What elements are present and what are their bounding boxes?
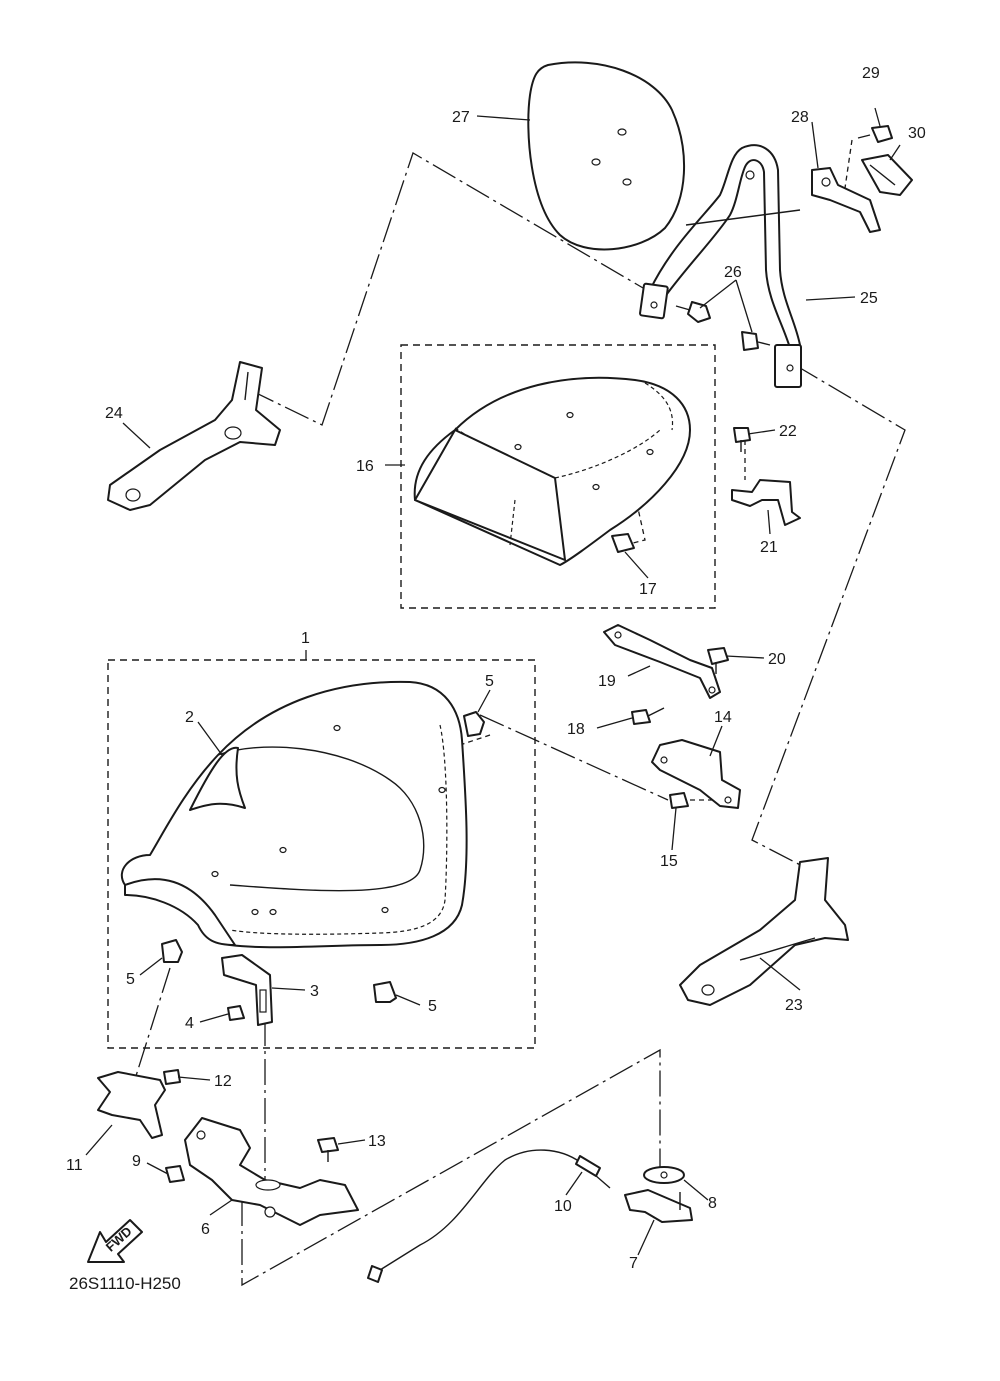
bracket-19 xyxy=(603,624,721,699)
label-part-16: 16 xyxy=(356,458,374,475)
bolt-20 xyxy=(707,647,729,674)
passenger-seat xyxy=(413,376,691,566)
bolt-13 xyxy=(317,1137,339,1162)
bolts-26 xyxy=(675,301,771,351)
nut-9 xyxy=(165,1165,185,1183)
rider-seat xyxy=(120,680,468,949)
label-part-18: 18 xyxy=(567,721,585,738)
lock-base-6 xyxy=(184,1117,359,1226)
label-part-1: 1 xyxy=(301,630,310,647)
bracket-21 xyxy=(731,479,801,526)
clip-30 xyxy=(861,154,913,196)
grab-bar-right xyxy=(679,857,849,1006)
alignment-lines xyxy=(129,139,906,1287)
label-part-24: 24 xyxy=(105,405,123,422)
label-part-22: 22 xyxy=(779,423,797,440)
lock-7 xyxy=(624,1189,693,1223)
bracket-3 xyxy=(221,954,273,1026)
label-part-30: 30 xyxy=(908,125,926,142)
bolt-29 xyxy=(857,125,893,143)
label-part-27: 27 xyxy=(452,109,470,126)
label-part-21: 21 xyxy=(760,539,778,556)
bolt-22 xyxy=(733,427,751,452)
label-part-5-left: 5 xyxy=(126,971,135,988)
fwd-arrow-icon xyxy=(87,1219,143,1263)
label-part-8: 8 xyxy=(708,1195,717,1212)
label-part-9: 9 xyxy=(132,1153,141,1170)
label-part-11: 11 xyxy=(66,1157,83,1174)
label-part-5-right: 5 xyxy=(428,998,437,1015)
plate-8 xyxy=(643,1166,685,1184)
label-part-26: 26 xyxy=(724,264,742,281)
grab-bar-left xyxy=(107,361,281,511)
label-part-20: 20 xyxy=(768,651,786,668)
backrest-pad xyxy=(527,61,686,251)
bolt-12 xyxy=(163,1069,181,1085)
assembly-box-passenger-seat xyxy=(400,344,716,609)
bracket-11 xyxy=(97,1071,166,1139)
label-part-19: 19 xyxy=(598,673,616,690)
nut-4 xyxy=(227,1005,245,1021)
bracket-28 xyxy=(811,167,881,233)
leader-lines xyxy=(85,107,901,1256)
label-part-28: 28 xyxy=(791,109,809,126)
damper-5-right xyxy=(373,981,397,1003)
label-part-2: 2 xyxy=(185,709,194,726)
label-part-10: 10 xyxy=(554,1198,572,1215)
label-part-23: 23 xyxy=(785,997,803,1014)
lock-bracket-14 xyxy=(651,739,741,809)
label-part-17: 17 xyxy=(639,581,657,598)
damper-5-left xyxy=(161,939,183,963)
label-part-12: 12 xyxy=(214,1073,232,1090)
label-part-15: 15 xyxy=(660,853,678,870)
backrest-bar xyxy=(639,144,802,388)
part-number-labels: 27 28 29 30 26 25 24 16 22 21 17 1 20 19… xyxy=(66,65,926,1272)
label-part-25: 25 xyxy=(860,290,878,307)
label-part-7: 7 xyxy=(629,1255,638,1272)
diagram-code: 26S1110-H250 xyxy=(69,1274,181,1293)
nut-17 xyxy=(611,533,635,553)
label-part-5-top: 5 xyxy=(485,673,494,690)
label-part-4: 4 xyxy=(185,1015,194,1032)
cable-10 xyxy=(367,1149,611,1283)
damper-5-top xyxy=(463,711,485,737)
label-part-6: 6 xyxy=(201,1221,210,1238)
label-part-3: 3 xyxy=(310,983,319,1000)
label-part-14: 14 xyxy=(714,709,732,726)
label-part-29: 29 xyxy=(862,65,880,82)
label-part-13: 13 xyxy=(368,1133,386,1150)
bolt-15 xyxy=(669,792,689,809)
bolt-18 xyxy=(631,707,665,725)
